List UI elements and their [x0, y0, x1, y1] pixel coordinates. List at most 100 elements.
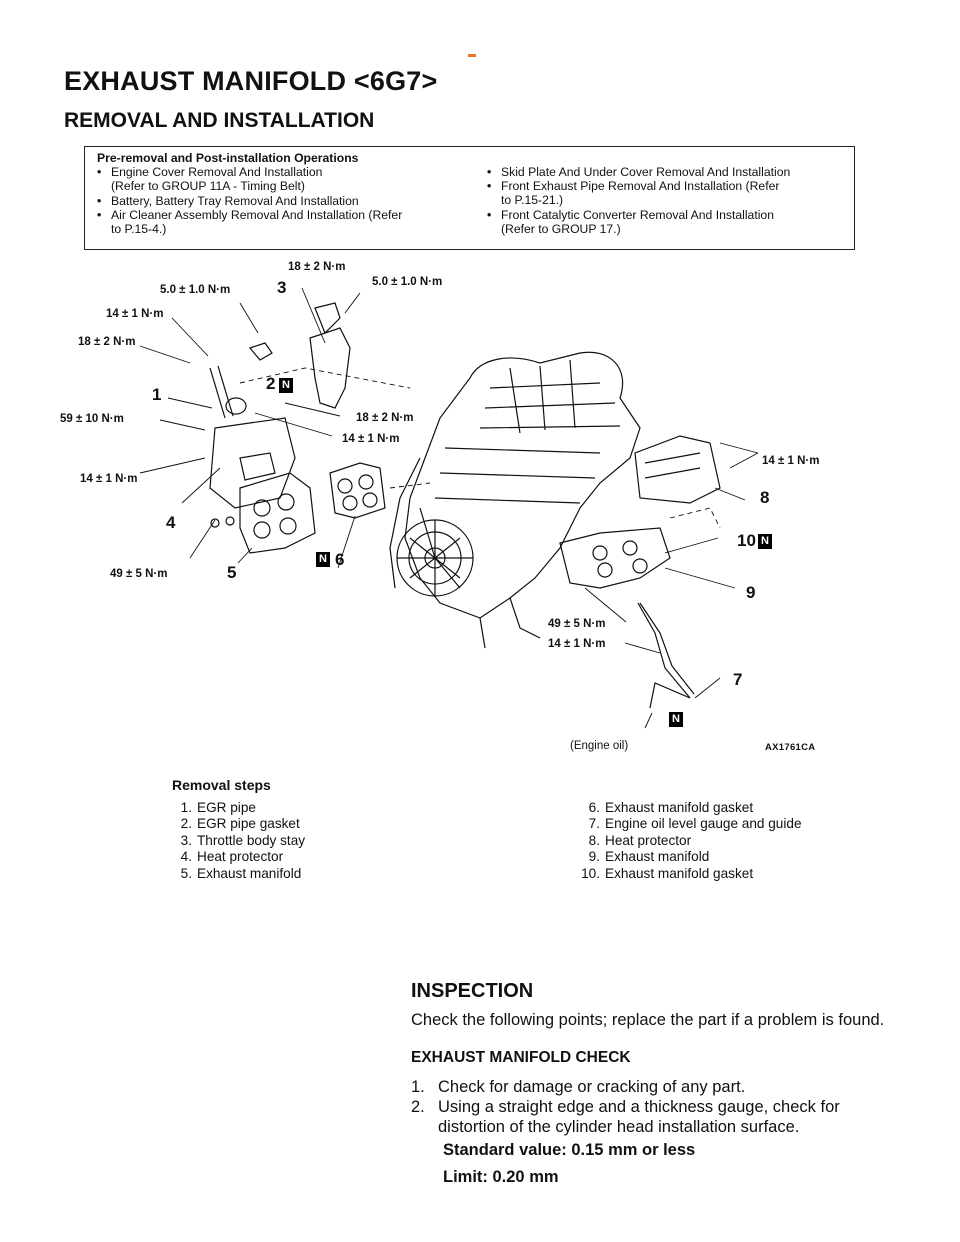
assembly-dashed-lines [239, 367, 721, 529]
step-text: EGR pipe gasket [197, 816, 300, 832]
torque-label: 14 ± 1 N·m [548, 638, 606, 650]
engine-oil-note: (Engine oil) [570, 740, 629, 752]
pre-ops-heading: Pre-removal and Post-installation Operat… [97, 151, 359, 165]
page-title: EXHAUST MANIFOLD <6G7> [64, 66, 438, 96]
torque-label: 14 ± 1 N·m [80, 473, 138, 485]
pre-op-item: • Front Exhaust Pipe Removal And Install… [487, 179, 847, 207]
figure-code: AX1761CA [765, 742, 816, 753]
removal-step: 6. Exhaust manifold gasket [580, 800, 802, 816]
section-title: REMOVAL AND INSTALLATION [64, 109, 375, 132]
inspection-title: INSPECTION [411, 980, 534, 1002]
check-text: Using a straight edge and a thickness ga… [438, 1098, 840, 1136]
step-number: 8. [588, 832, 600, 848]
step-number: 7. [588, 816, 600, 832]
new-part-badge: N [316, 552, 330, 567]
part-number: 3 [277, 278, 287, 297]
check-text: Check for damage or cracking of any part… [438, 1078, 746, 1096]
removal-step: 1. EGR pipe [172, 800, 305, 816]
removal-step: 7. Engine oil level gauge and guide [580, 816, 802, 832]
part-number: 10 [737, 531, 756, 550]
step-number: 6. [588, 800, 600, 815]
new-part-badge: N [669, 712, 683, 727]
removal-step: 10. Exhaust manifold gasket [580, 866, 802, 882]
removal-step: 8. Heat protector [580, 833, 802, 849]
new-part-badge: N [279, 378, 293, 393]
pre-op-text-cont: (Refer to GROUP 11A - Timing Belt) [111, 179, 305, 194]
step-number: 9. [588, 849, 600, 865]
step-number: 3. [180, 832, 192, 848]
step-text: EGR pipe [197, 800, 256, 815]
pre-op-text-cont: to P.15-21.) [501, 193, 564, 208]
step-number: 1. [180, 800, 192, 815]
pre-op-item: • Air Cleaner Assembly Removal And Insta… [97, 208, 467, 236]
leader-lines [139, 287, 759, 729]
step-number: 5. [180, 865, 192, 881]
removal-step: 9. Exhaust manifold [580, 849, 802, 865]
bullet-icon: • [487, 165, 492, 179]
limit-value: Limit: 0.20 mm [443, 1168, 559, 1186]
pre-op-item: • Engine Cover Removal And Installation … [97, 165, 467, 193]
step-text: Exhaust manifold [197, 865, 302, 881]
bullet-icon: • [487, 179, 492, 194]
step-number: 4. [180, 849, 192, 865]
right-bank-parts [559, 435, 721, 709]
check-number: 2. [411, 1098, 425, 1116]
step-text: Engine oil level gauge and guide [605, 816, 802, 832]
left-bank-parts [209, 302, 386, 554]
exploded-view-drawing [139, 287, 759, 729]
torque-label: 5.0 ± 1.0 N·m [160, 284, 231, 296]
torque-label: 18 ± 2 N·m [78, 336, 136, 348]
check-item: 1.Check for damage or cracking of any pa… [411, 1077, 891, 1097]
bullet-icon: • [97, 207, 102, 222]
pre-op-text: Air Cleaner Assembly Removal And Install… [111, 207, 403, 222]
bullet-icon: • [487, 207, 492, 222]
torque-label: 59 ± 10 N·m [60, 413, 124, 425]
pre-op-text-cont: to P.15-4.) [111, 222, 167, 237]
step-text: Heat protector [197, 849, 284, 865]
part-number: 4 [166, 513, 176, 532]
part-number: 2 [266, 374, 276, 393]
exploded-view-diagram: 5.0 ± 1.0 N·m 18 ± 2 N·m 5.0 ± 1.0 N·m 1… [40, 258, 880, 768]
pre-removal-operations-box: Pre-removal and Post-installation Operat… [84, 146, 855, 250]
torque-label: 14 ± 1 N·m [106, 308, 164, 320]
step-text: Throttle body stay [197, 832, 306, 848]
step-text: Exhaust manifold gasket [605, 800, 754, 815]
pre-op-text: Front Catalytic Converter Removal And In… [501, 207, 774, 222]
removal-steps-right: 6. Exhaust manifold gasket 7. Engine oil l… [580, 800, 802, 882]
pre-op-text-cont: (Refer to GROUP 17.) [501, 221, 621, 236]
part-number: 1 [152, 385, 162, 404]
removal-step: 2. EGR pipe gasket [172, 816, 305, 832]
pre-op-item: • Battery, Battery Tray Removal And Inst… [97, 194, 467, 208]
torque-label: 49 ± 5 N·m [110, 568, 168, 580]
pre-op-text: Front Exhaust Pipe Removal And Installat… [501, 179, 780, 194]
standard-value: Standard value: 0.15 mm or less [443, 1141, 696, 1159]
pre-op-item: • Skid Plate And Under Cover Removal And… [487, 165, 847, 179]
bullet-icon: • [97, 193, 102, 208]
removal-steps-left: 1. EGR pipe 2. EGR pipe gasket 3. Throttle … [172, 800, 305, 882]
bullet-icon: • [97, 165, 102, 180]
step-text: Exhaust manifold gasket [605, 865, 754, 881]
part-number: 5 [227, 563, 237, 582]
check-item: 2. Using a straight edge and a thickness … [411, 1097, 891, 1137]
step-number: 10. [581, 865, 600, 881]
engine-block-illustration [389, 351, 641, 649]
part-number: 7 [733, 670, 743, 689]
step-number: 2. [180, 816, 192, 832]
pre-op-item: • Front Catalytic Converter Removal And … [487, 208, 847, 236]
pre-ops-right-column: • Skid Plate And Under Cover Removal And… [487, 151, 847, 236]
removal-step: 3. Throttle body stay [172, 833, 305, 849]
removal-step: 5. Exhaust manifold [172, 866, 305, 882]
pre-op-text: Engine Cover Removal And Installation [111, 165, 323, 180]
part-number: 9 [746, 583, 756, 602]
torque-label: 49 ± 5 N·m [548, 618, 606, 630]
manifold-check-heading: EXHAUST MANIFOLD CHECK [411, 1049, 631, 1066]
torque-label: 18 ± 2 N·m [356, 412, 414, 424]
step-text: Heat protector [605, 832, 692, 848]
header-dash-mark [468, 54, 476, 57]
part-number: 6 [335, 550, 345, 569]
torque-label: 5.0 ± 1.0 N·m [372, 276, 443, 288]
step-text: Exhaust manifold [605, 849, 710, 865]
pre-op-text: Skid Plate And Under Cover Removal And I… [501, 165, 791, 179]
removal-steps-heading: Removal steps [172, 777, 271, 793]
pre-op-text: Battery, Battery Tray Removal And Instal… [111, 193, 359, 208]
